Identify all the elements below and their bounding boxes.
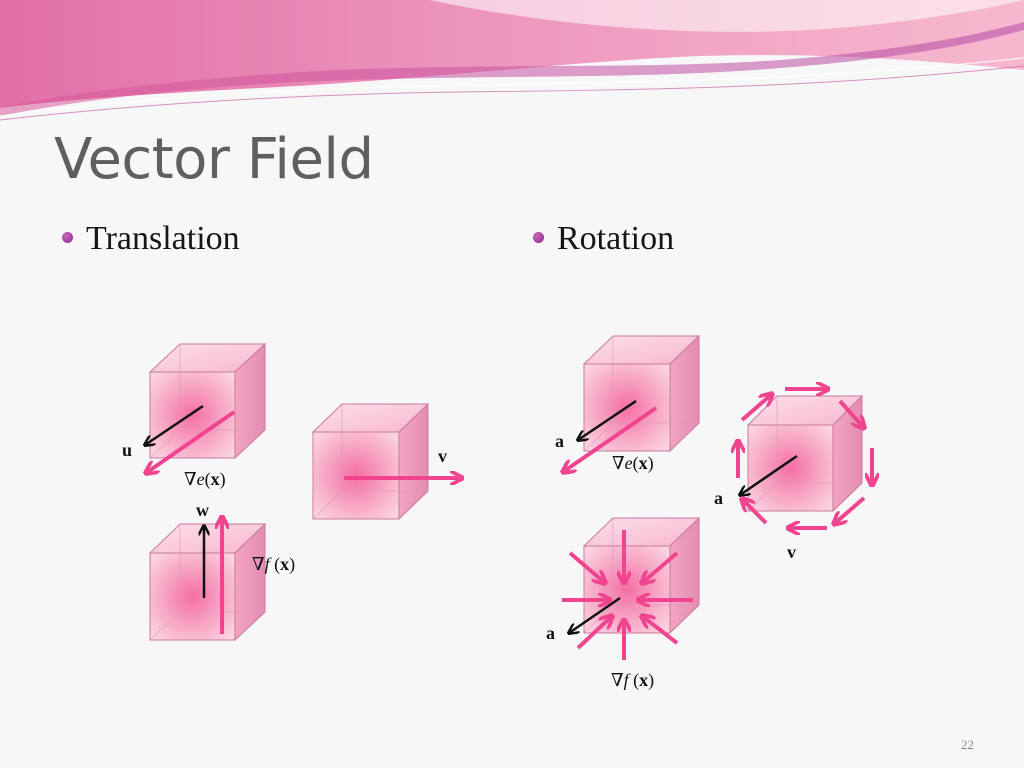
- header-banner: [0, 0, 1024, 121]
- label-grad-f: ∇f (x): [252, 554, 295, 575]
- label-a-top: a: [555, 431, 564, 451]
- arrow-grad-e-rotation: [563, 406, 658, 472]
- cube-rotation-bottom: [582, 516, 701, 635]
- arrow-a-top: [578, 399, 637, 440]
- cube-rotation-right: [746, 394, 864, 513]
- arrow-a-bottom: [569, 596, 621, 633]
- cube-translation-bottom: [148, 522, 267, 642]
- arrow-a-right: [740, 454, 798, 495]
- bullet-translation: Translation: [62, 220, 240, 258]
- bullet-label: Translation: [86, 220, 240, 257]
- label-grad-e: ∇e(x): [184, 469, 226, 490]
- page-number: 22: [961, 737, 974, 752]
- cube-rotation-top: [582, 334, 701, 453]
- bullet-label: Rotation: [557, 220, 675, 257]
- bullet-rotation: Rotation: [533, 220, 674, 258]
- label-grad-f-rotation: ∇f (x): [611, 670, 654, 691]
- label-w: w: [196, 500, 209, 520]
- arrow-grad-e: [146, 410, 236, 473]
- label-v-rotation: v: [787, 542, 796, 562]
- label-v: v: [438, 446, 447, 466]
- bullet-dot-icon: [533, 231, 544, 243]
- label-a-bottom: a: [546, 623, 555, 643]
- cube-translation-right: [311, 402, 430, 521]
- bullet-dot-icon: [62, 231, 73, 243]
- label-u: u: [122, 440, 132, 460]
- slide-title: Vector Field: [54, 127, 374, 192]
- label-grad-e-rotation: ∇e(x): [612, 453, 654, 474]
- label-a-right: a: [714, 488, 723, 508]
- converging-arrows: [562, 530, 693, 660]
- rotation-arrows: [738, 389, 872, 528]
- arrow-u: [145, 404, 204, 445]
- cube-translation-top: [148, 342, 267, 460]
